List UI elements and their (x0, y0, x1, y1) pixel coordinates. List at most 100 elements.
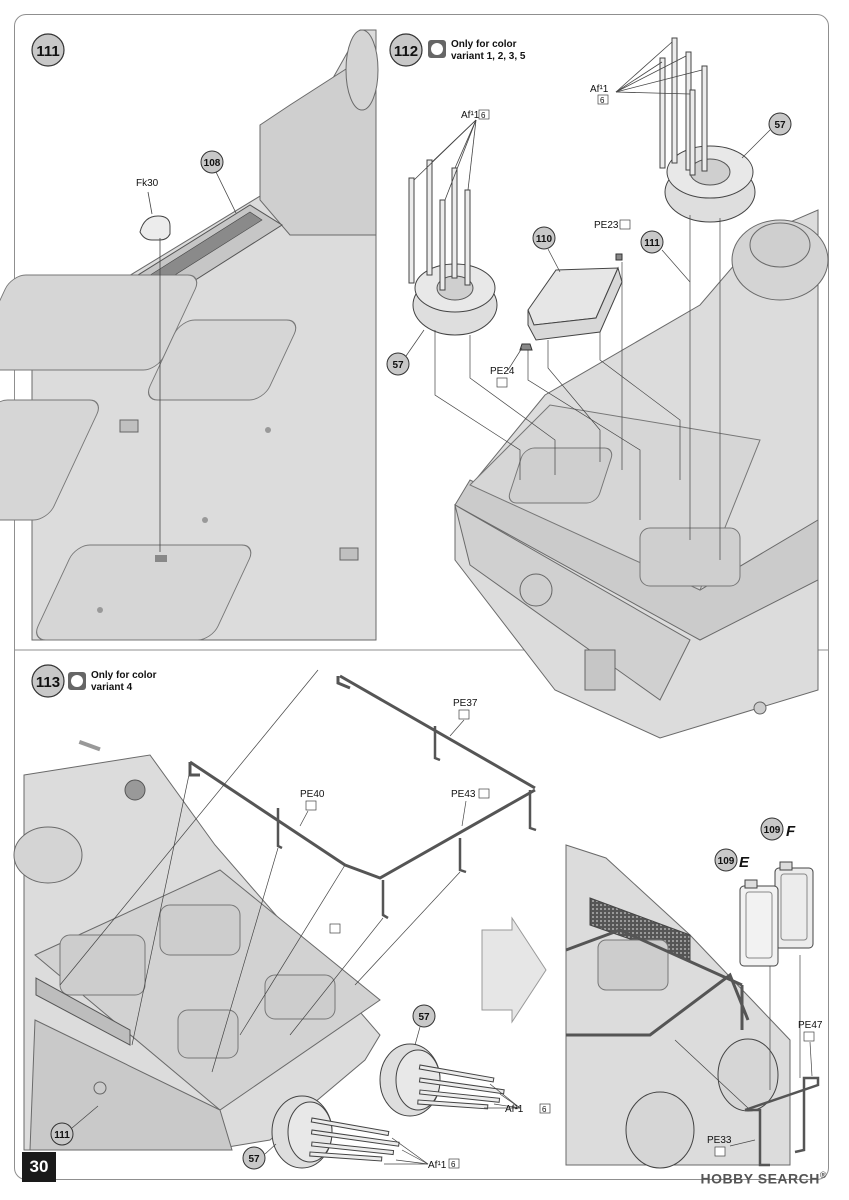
hinge-2 (339, 547, 359, 561)
af1-rods-left (408, 159, 471, 291)
turret-cupola-112 (749, 222, 811, 268)
pe-rack-frame (188, 674, 536, 880)
p109f-label: 109 (764, 825, 781, 836)
af1-box-left (478, 109, 490, 120)
p57-callout-right (768, 112, 792, 136)
discharger-result-2 (625, 1091, 695, 1169)
pe37-label: PE37 (453, 698, 478, 709)
pe33-leader (729, 1139, 756, 1147)
step-113-note-line2: variant 4 (91, 682, 133, 693)
next-step-arrow (481, 916, 547, 1024)
turret-ring-111 (345, 29, 379, 111)
p109f-callout (760, 817, 784, 841)
p111-leader-113 (71, 1105, 99, 1129)
step-113-number: 113 (36, 674, 60, 691)
bolt-1 (265, 427, 271, 433)
fk30-label-leader (147, 191, 153, 215)
p57-leader-113-upper (414, 1026, 421, 1046)
pe37-icon (458, 709, 470, 720)
jerrycan-109F (774, 861, 814, 949)
pe43-icon (478, 788, 490, 799)
p57-callout-113-upper (412, 1004, 436, 1028)
p111-callout (640, 230, 664, 254)
jerrycan-109E (739, 879, 779, 967)
pe24-part (519, 343, 533, 351)
p57-callout-113-lower (242, 1146, 266, 1170)
hatch-a (0, 274, 198, 371)
af1-rods-113-lower (309, 1117, 400, 1162)
hatch-113-a (59, 934, 146, 996)
p108-callout (200, 150, 224, 174)
pe24-icon (496, 377, 508, 388)
pe47-label: PE47 (798, 1020, 823, 1031)
step-113-panel: 109 F 109 E PE37 PE40 PE43 PE47 PE33 Af¹… (13, 664, 823, 1171)
hinge-1 (119, 419, 139, 433)
step-113-note-line1: Only for color (91, 670, 157, 681)
step-112-badge (389, 33, 423, 67)
step-111-number: 111 (36, 43, 59, 60)
pe-small-icon (329, 923, 341, 934)
af1-rods-right (659, 37, 708, 176)
p109e-label: 109 (718, 856, 735, 867)
p57-leader-left (405, 329, 425, 357)
pe47-leader (809, 1041, 813, 1077)
af1-label-left: Af¹1 (461, 110, 480, 121)
pe-rack-legs (276, 726, 537, 920)
af1-count-left: 6 (481, 111, 486, 120)
bolt-3 (97, 607, 103, 613)
p111-label: 111 (644, 238, 660, 249)
tow-bracket-112 (584, 649, 616, 691)
step-111-panel: 108 Fk30 111 (0, 29, 829, 651)
fk30-slot (155, 555, 167, 562)
pe33-icon (714, 1146, 726, 1157)
pe37-leader (449, 719, 465, 737)
watermark-brand: HOBBY SEARCH (700, 1170, 820, 1187)
af1-box-113-upper (539, 1103, 551, 1114)
pe23-icon (619, 219, 631, 230)
p109e-callout (714, 848, 738, 872)
p57-label-113-lower: 57 (248, 1154, 260, 1165)
pe33-label: PE33 (707, 1135, 732, 1146)
turret-113 (13, 826, 83, 884)
af1-count-113-upper: 6 (542, 1105, 547, 1114)
fk30-part (139, 215, 171, 241)
pe40-leader (299, 810, 309, 827)
af1-leaders-right (615, 41, 703, 95)
step-112-note-line1: Only for color (451, 39, 517, 50)
bolt-2 (202, 517, 208, 523)
af1-box-right (597, 94, 609, 105)
step-111-badge (31, 33, 65, 67)
pe43-leader (461, 800, 467, 827)
af1-label-113-upper: Af¹1 (505, 1104, 524, 1115)
p110-label: 110 (536, 234, 553, 245)
engine-deck-111 (259, 49, 377, 236)
hatch-113-b (159, 904, 241, 956)
p57-label-113-upper: 57 (418, 1012, 430, 1023)
assembly-guides-113-result (674, 955, 801, 1109)
hatch-112-a (508, 447, 613, 504)
pe40-icon (305, 800, 317, 811)
af1-label-right: Af¹1 (590, 84, 609, 95)
watermark-symbol: ® (819, 1170, 827, 1180)
af1-box-113-lower (448, 1158, 460, 1169)
hatch-113-d (264, 974, 336, 1020)
hull-rear-plate-112 (454, 503, 691, 701)
pe-rack-installed (565, 928, 750, 1037)
discharger-result-1 (717, 1038, 779, 1112)
palette-icon-112 (431, 43, 443, 55)
p57-label-left: 57 (392, 360, 404, 371)
pe43-label: PE43 (451, 789, 476, 800)
hatch-113-c (177, 1009, 239, 1059)
p111-label-113: 111 (54, 1130, 70, 1141)
step-112-note-line2: variant 1, 2, 3, 5 (451, 51, 526, 62)
page-number: 30 (22, 1152, 56, 1182)
watermark: HOBBY SEARCH® (701, 1170, 827, 1187)
hatch-c (0, 399, 99, 521)
p111-leader (661, 249, 691, 283)
pe23-part (615, 253, 623, 261)
hub-113 (93, 1081, 107, 1095)
p57-callout-left (386, 352, 410, 376)
p110-leader (547, 248, 561, 273)
